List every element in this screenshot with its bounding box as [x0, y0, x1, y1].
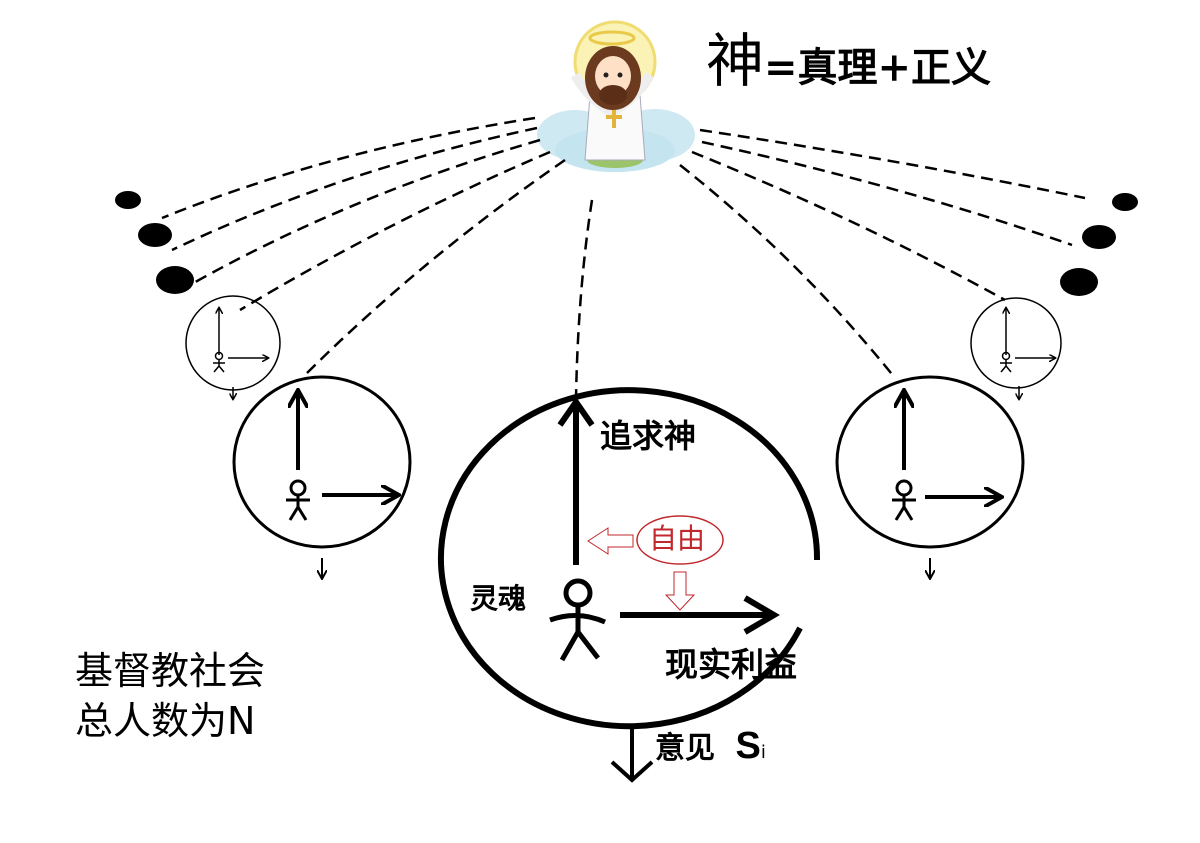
hollow-arrow-down — [664, 571, 696, 611]
society-line1: 基督教社会 — [75, 649, 266, 693]
god-illustration — [537, 20, 695, 172]
god-equation: 神=真理+正义 — [706, 32, 991, 90]
opinion-subscript: i — [760, 742, 766, 763]
society-line2: 总人数为N — [75, 699, 256, 743]
small-person-circle-left — [185, 295, 281, 399]
hollow-arrow-left — [587, 527, 634, 555]
truth-justice-label: =真理+正义 — [764, 44, 992, 91]
small-person-circle-right — [970, 297, 1062, 399]
main-person-circle — [438, 387, 821, 730]
freedom-ellipse — [636, 515, 724, 565]
real-interest-label: 现实利益 — [665, 645, 797, 684]
medium-person-circle-left — [232, 375, 412, 578]
distant-people-dots — [115, 191, 1138, 296]
medium-person-circle-right — [835, 375, 1025, 578]
freedom-label: 自由 — [649, 522, 706, 555]
opinion-symbol: S — [735, 725, 761, 767]
soul-label: 灵魂 — [470, 582, 527, 615]
dashed-rays — [161, 116, 1086, 399]
seek-god-label: 追求神 — [600, 417, 697, 455]
god-label: 神 — [706, 27, 765, 95]
opinion-label: 意见 Si — [655, 727, 766, 765]
opinion-text: 意见 — [655, 731, 715, 766]
opinion-arrow — [610, 725, 654, 783]
